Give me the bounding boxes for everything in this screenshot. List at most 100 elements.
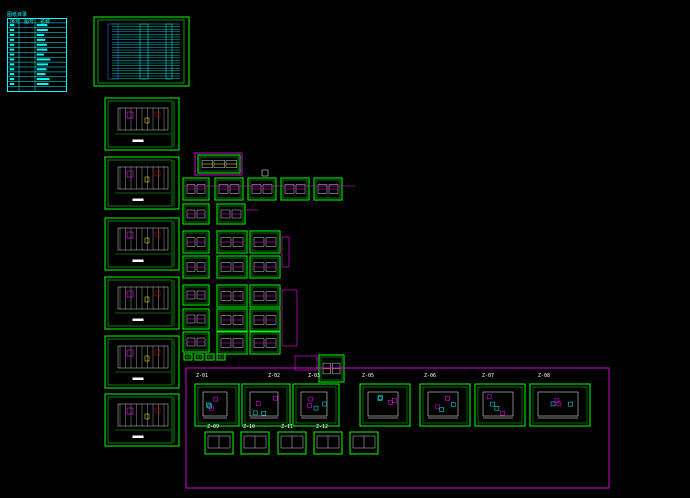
detail-sheet [216,308,248,332]
detail-sheet-inner [295,386,337,424]
detail-sheet-inner [184,179,208,199]
detail-sheet [214,177,244,201]
building-outline [117,345,169,369]
detail-drawing [202,391,228,417]
detail-label: Z-01 [196,373,209,379]
detail-sheet-inner [477,386,523,424]
detail-sheet [419,383,471,427]
detail-sheet-inner [315,179,341,199]
detail-sheet-inner [184,310,208,328]
plan-title [132,139,144,142]
detail-sheet-inner [184,205,208,223]
table-cell-text [9,29,15,32]
detail-symbol [308,396,313,402]
detail-sheet [182,284,210,306]
detail-symbol [206,402,211,408]
schedule-column [165,23,173,80]
detail-sheet-inner [216,179,242,199]
plan-title [132,318,144,321]
header-name: 名称 [40,19,51,25]
detail-sheet [313,431,343,455]
detail-symbol [307,403,312,409]
detail-sheet [182,308,210,330]
building-outline [117,166,169,190]
plan-title [132,377,144,380]
detail-drawing [482,391,514,417]
table-cell-text [36,63,48,66]
detail-sheet-inner [422,386,468,424]
drawing-list-grid: 序号 图号 名称 [7,18,67,92]
detail-symbol [261,410,267,416]
detail-sheet [280,177,310,201]
detail-sheet [183,353,193,361]
detail-sheet [249,255,281,279]
detail-sheet-inner [218,257,246,277]
detail-sheet [205,353,215,361]
detail-sheet [182,177,210,201]
detail-symbol [486,394,492,400]
table-cell-text [36,73,46,76]
detail-label: Z-09 [207,424,220,430]
detail-label: Z-02 [268,373,281,379]
floor-plan-inner [107,279,173,327]
detail-sheet [216,230,248,254]
detail-label: Z-10 [243,424,256,430]
table-cell-text [9,82,15,85]
detail-symbol [322,401,327,407]
floor-plan-inner [107,338,173,386]
header-sheet [194,152,243,176]
detail-symbol [550,401,556,407]
table-cell-text [9,53,15,56]
table-cell-text [9,63,15,66]
detail-label: Z-11 [281,424,294,430]
detail-symbol [445,396,450,401]
detail-sheet [249,308,281,332]
floor-plan-inner [107,159,173,207]
detail-sheet [197,154,241,174]
detail-sheet [216,203,246,225]
detail-label: Z-06 [424,373,437,379]
detail-sheet-inner [184,232,208,252]
plan-title [132,259,144,262]
detail-symbol [255,401,261,406]
detail-symbol [213,396,219,402]
table-cell-text [36,78,50,81]
floor-plan-sheet [104,276,180,330]
cover-sheet-inner [97,19,185,84]
detail-sheet-inner [249,179,275,199]
plan-title [132,198,144,201]
table-cell-text [36,29,48,32]
detail-sheet-inner [218,310,246,330]
cover-sheet-frame [93,16,190,87]
header-index: 序号 [10,19,21,25]
detail-sheet [194,353,204,361]
detail-symbol [313,405,319,411]
drawing-list-title: 图纸目录 [7,12,28,18]
fixture [144,413,150,420]
table-cell-text [9,33,15,36]
detail-sheet-inner [218,333,246,353]
room-fill [126,290,134,298]
detail-sheet [313,177,343,201]
detail-symbol [207,403,213,409]
table-cell-text [9,58,15,61]
detail-symbol [450,402,456,407]
fixture [154,231,161,238]
table-cell-text [9,48,15,51]
floor-plan-sheet [104,156,180,210]
fixture [154,111,161,118]
detail-sheet-inner [282,179,308,199]
floor-plan-sheet [104,217,180,271]
detail-symbol [273,395,278,401]
detail-symbol [252,410,258,416]
floor-plan-inner [107,100,173,148]
detail-sheet-inner [184,257,208,277]
table-cell-text [9,43,15,46]
detail-sheet [216,353,226,361]
detail-sheet-inner [251,333,279,353]
detail-sheet [249,284,281,308]
detail-sheet [182,203,210,225]
detail-drawing [427,391,459,417]
